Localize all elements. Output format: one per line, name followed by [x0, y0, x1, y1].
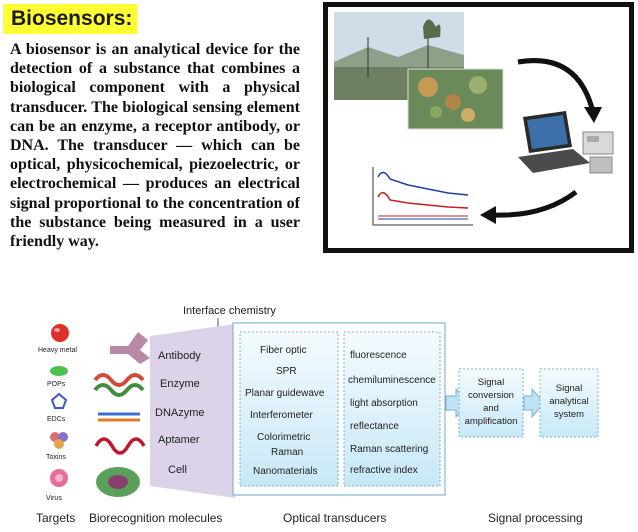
- signal-conversion-line-2: conversion: [468, 390, 514, 401]
- bio-label-cell: Cell: [168, 464, 187, 476]
- signal-system-line-3: system: [554, 409, 584, 420]
- aptamer-illustration: [94, 437, 146, 455]
- target-label-edcs: EDCs: [47, 416, 66, 423]
- detection-chemiluminescence: chemiluminescence: [348, 375, 436, 386]
- transducer-box: [239, 331, 339, 487]
- transducer-spr: SPR: [276, 366, 297, 377]
- cell-illustration: [96, 467, 140, 497]
- footer-optical: Optical transducers: [283, 511, 386, 525]
- bio-label-aptamer: Aptamer: [158, 434, 200, 446]
- footer-biorecognition: Biorecognition molecules: [89, 511, 222, 525]
- slide-title: Biosensors:: [3, 4, 137, 34]
- virus-icon: [50, 469, 68, 487]
- signal-conversion-line-4: amplification: [465, 416, 518, 427]
- signal-system-box: [539, 368, 599, 438]
- footer-targets: Targets: [36, 511, 75, 525]
- flow-arrow-2: [523, 387, 545, 419]
- detection-raman-scattering: Raman scattering: [350, 444, 428, 455]
- transducer-planar-guidewave: Planar guidewave: [245, 388, 325, 399]
- signal-system-line-2: analytical: [549, 396, 589, 407]
- detection-refractive-index: refractive index: [350, 465, 418, 476]
- edcs-icon: [50, 392, 68, 409]
- transducer-fiber-optic: Fiber optic: [260, 345, 307, 356]
- bio-label-antibody: Antibody: [158, 350, 201, 362]
- illustration-graphic: [334, 12, 614, 237]
- enzyme-illustration: [93, 373, 145, 397]
- detection-fluorescence: fluorescence: [350, 350, 407, 361]
- transducer-nanomaterials: Nanomaterials: [253, 466, 317, 477]
- signal-conversion-box: [458, 368, 524, 438]
- pops-icon: [50, 366, 68, 376]
- antibody-illustration: [110, 332, 150, 364]
- interface-chemistry-label: Interface chemistry: [183, 305, 276, 317]
- signal-conversion-line-3: and: [483, 403, 499, 414]
- target-label-pops: POPs: [47, 381, 66, 388]
- biosensor-diagram: Interface chemistry Heavy metal POPs EDC…: [36, 305, 599, 525]
- dnazyme-illustration: [98, 412, 140, 422]
- transducer-interferometer: Interferometer: [250, 410, 313, 421]
- signal-system-line-1: Signal: [556, 383, 582, 394]
- bio-label-dnazyme: DNAzyme: [155, 407, 205, 419]
- detection-light-absorption: light absorption: [350, 398, 418, 409]
- biosensor-illustration: [323, 2, 634, 253]
- toxins-icon: [50, 432, 68, 449]
- target-label-heavy-metal: Heavy metal: [38, 347, 77, 354]
- target-label-toxins: Toxins: [46, 454, 66, 461]
- signal-conversion-line-1: Signal: [478, 377, 504, 388]
- detection-method-box: [343, 331, 441, 487]
- detection-reflectance: reflectance: [350, 421, 399, 432]
- transducer-raman: Raman: [271, 447, 303, 458]
- footer-signal: Signal processing: [488, 511, 583, 525]
- bio-label-enzyme: Enzyme: [160, 378, 200, 390]
- heavy-metal-icon: [51, 324, 69, 342]
- description-paragraph: A biosensor is an analytical device for …: [10, 41, 300, 251]
- target-label-virus: Virus: [46, 495, 62, 502]
- transducer-colorimetric: Colorimetric: [257, 432, 310, 443]
